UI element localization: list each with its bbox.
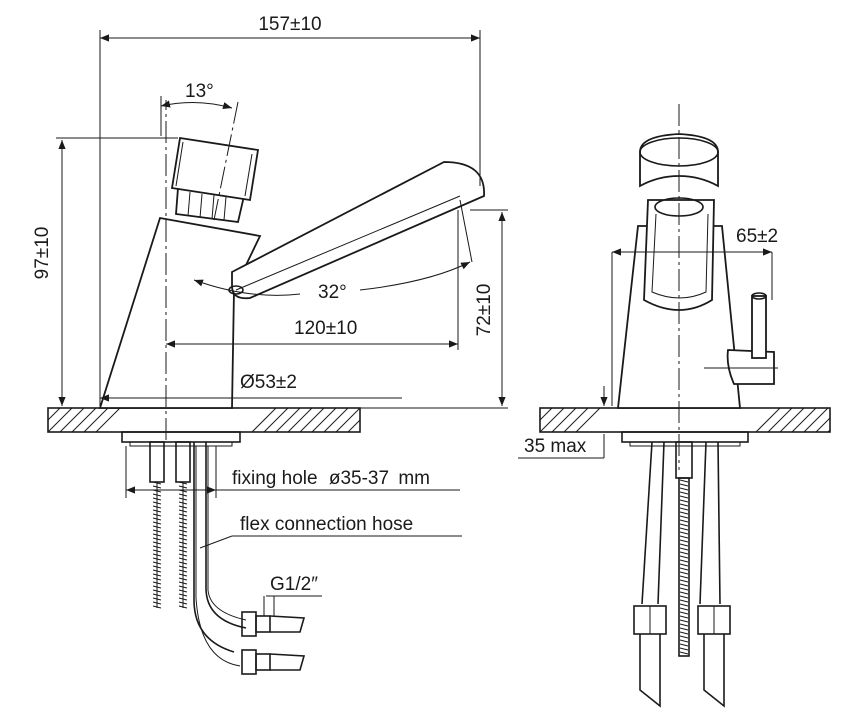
- spout-angle-label: 32°: [318, 282, 347, 303]
- deck-thickness-label: 35 max: [524, 436, 587, 457]
- spout-reach-label: 120±10: [294, 318, 357, 339]
- front-view: 157±10 13° 97±10 32° 120±10 72±10 Ø53±2 …: [32, 14, 508, 675]
- side-faucet-body: [616, 133, 778, 409]
- handle-tilt-label: 13°: [185, 81, 214, 102]
- front-mounting-nut: [121, 431, 241, 443]
- base-diameter-label: Ø53±2: [240, 372, 297, 393]
- overall-width-label: 157±10: [258, 14, 321, 35]
- total-height-label: 97±10: [32, 227, 53, 280]
- fixing-hole-value: ø35-37: [329, 468, 389, 489]
- front-hoses: [149, 441, 306, 675]
- side-mounting-nut: [621, 431, 749, 443]
- fixing-hole-label: fixing hole: [232, 468, 318, 489]
- side-countertop: [539, 407, 831, 433]
- hose-label: flex connection hose: [240, 514, 413, 535]
- front-countertop: [47, 407, 361, 433]
- thread-label: G1/2″: [270, 574, 318, 595]
- front-faucet-body: [98, 136, 485, 409]
- side-width-label: 65±2: [736, 226, 778, 247]
- side-view: 65±2 35 max: [518, 104, 831, 708]
- fixing-hole-unit: mm: [398, 468, 430, 489]
- side-hoses: [633, 441, 731, 708]
- spout-height-label: 72±10: [474, 284, 495, 337]
- svg-text:fixing hole ø35-37: fixing hole ø35-37 mm: [232, 468, 430, 489]
